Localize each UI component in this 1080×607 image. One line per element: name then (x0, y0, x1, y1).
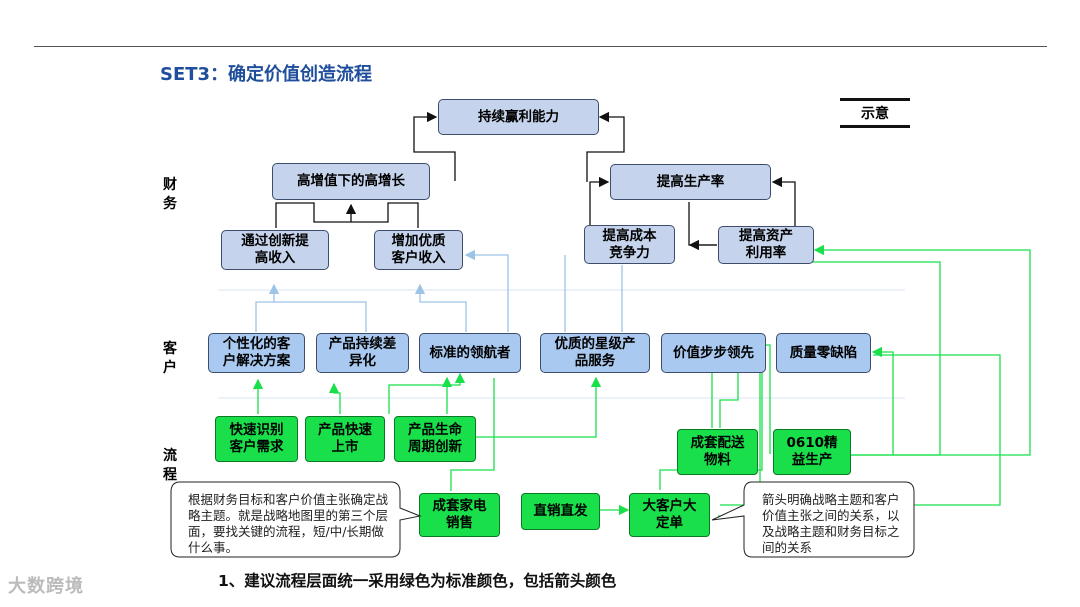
node-productivity: 提高生产率 (610, 164, 771, 200)
watermark-logo: 大数跨境 (8, 576, 84, 597)
node-lifecycle-innovation: 产品生命 周期创新 (394, 416, 476, 462)
node-cost-competitiveness: 提高成本 竞争力 (584, 225, 675, 264)
node-innovation-income: 通过创新提 高收入 (221, 230, 329, 270)
legend-label: 示意 (840, 98, 910, 128)
header-divider (34, 46, 1047, 47)
node-product-differentiation: 产品持续差 异化 (316, 333, 409, 373)
node-kit-logistics: 成套配送 物料 (677, 429, 758, 475)
node-identify-needs: 快速识别 客户需求 (215, 416, 298, 462)
node-appliance-sales: 成套家电 销售 (419, 493, 500, 537)
node-star-service: 优质的星级产 品服务 (540, 333, 650, 373)
node-high-value-growth: 高增值下的高增长 (272, 163, 430, 200)
callout-left-note: 根据财务目标和客户价值主张确定战略主题。就是战略地图里的第三个层面，要找关键的流… (188, 492, 389, 555)
node-asset-utilization: 提高资产 利用率 (718, 226, 814, 264)
side-label-process: 流 程 (163, 448, 177, 483)
node-quality-customer-income: 增加优质 客户收入 (374, 230, 463, 270)
callout-right-note: 箭头明确战略主题和客户价值主张之间的关系，以及战略主题和财务目标之间的关系 (762, 492, 900, 555)
page-title: SET3：确定价值创造流程 (160, 64, 373, 85)
side-label-finance: 财 务 (163, 177, 177, 212)
node-sustained-profitability: 持续赢利能力 (438, 99, 599, 135)
node-key-account: 大客户大 定单 (629, 493, 710, 537)
node-direct-sales: 直销直发 (521, 493, 600, 530)
side-label-customer: 客 户 (163, 341, 177, 376)
node-value-leading: 价值步步领先 (661, 333, 766, 373)
node-standard-leader: 标准的领航者 (419, 333, 521, 373)
node-lean-production: 0610精 益生产 (773, 429, 851, 475)
footer-note: 1、建议流程层面统一采用绿色为标准颜色，包括箭头颜色 (218, 572, 617, 590)
node-zero-defect: 质量零缺陷 (776, 333, 871, 373)
node-fast-launch: 产品快速 上市 (305, 416, 385, 462)
node-personalized-solution: 个性化的客 户解决方案 (208, 333, 305, 373)
